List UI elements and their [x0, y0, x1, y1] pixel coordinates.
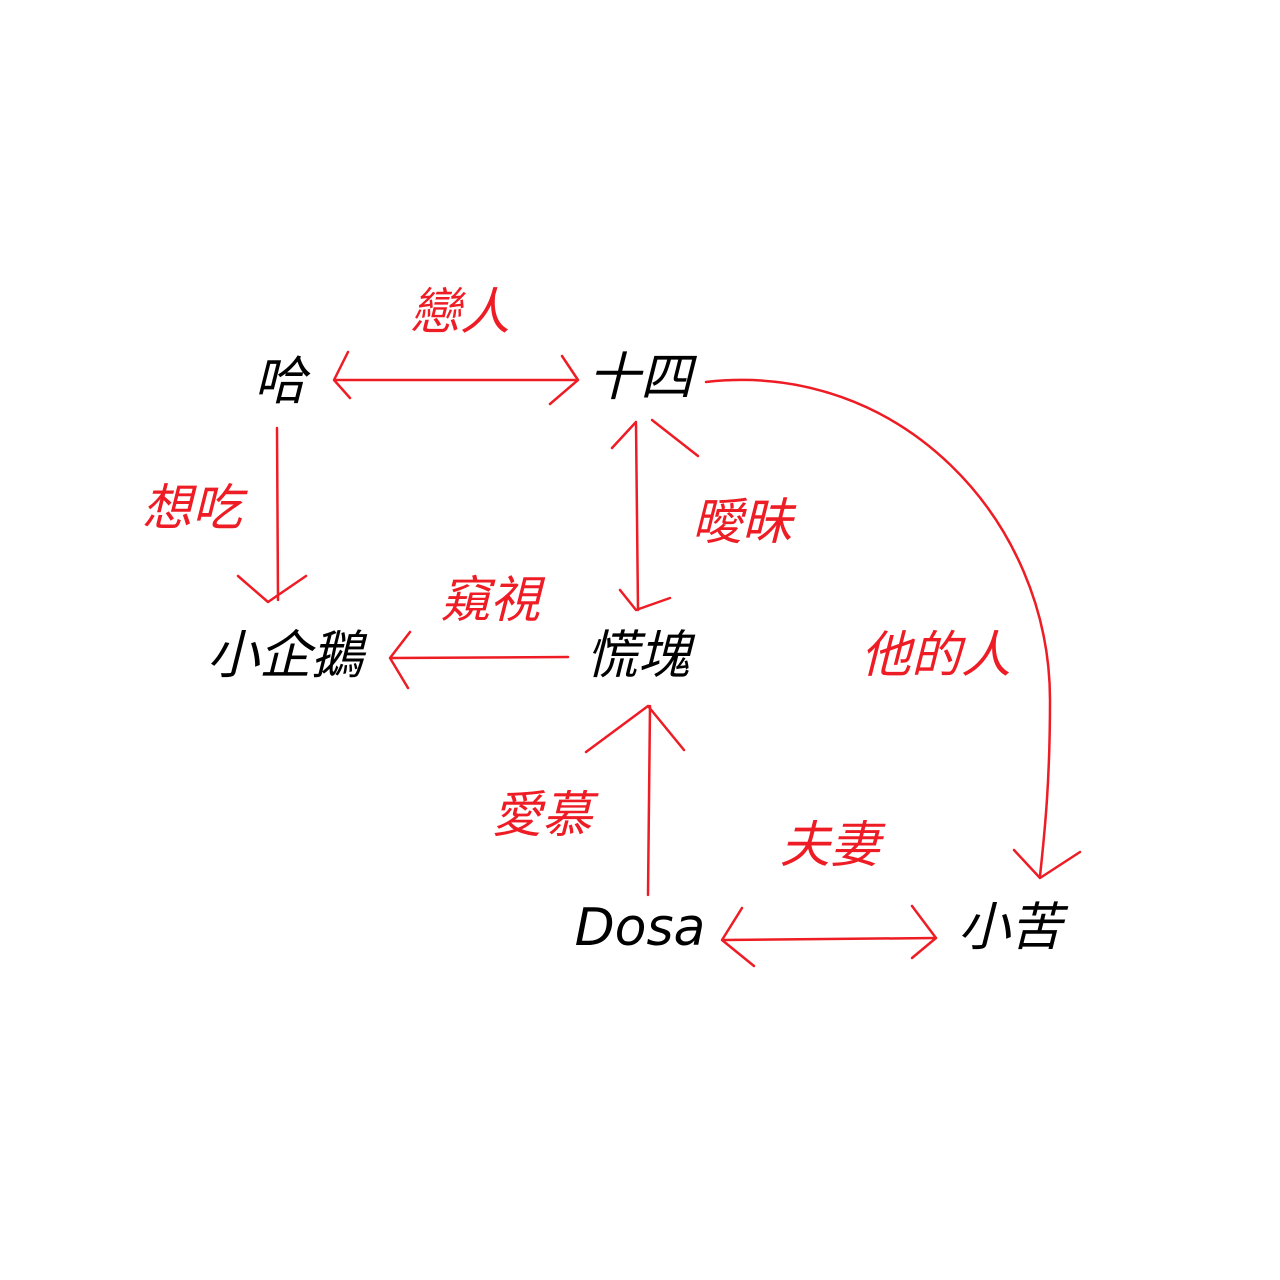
label-lovers: 戀人 [410, 283, 510, 341]
label-spouses: 夫妻 [780, 816, 880, 874]
node-huangkuai: 慌塊 [585, 626, 691, 686]
edge-shisi-xiaoku [704, 378, 1082, 880]
label-want-to-eat: 想吃 [142, 479, 242, 537]
label-peeking: 窺視 [440, 571, 540, 629]
label-ambiguous: 曖昧 [692, 493, 792, 551]
edge-ha-penguin [236, 426, 308, 604]
node-xiaoku: 小苦 [957, 898, 1063, 958]
node-shisi: 十四 [587, 348, 693, 408]
node-penguin: 小企鵝 [206, 626, 364, 686]
edge-huangkuai-penguin [388, 630, 570, 690]
edge-ha-shisi [332, 350, 580, 406]
edge-shisi-huangkuai [610, 418, 700, 612]
node-dosa: Dosa [574, 898, 706, 958]
label-his-person: 他的人 [861, 626, 1011, 684]
edge-dosa-huangkuai [584, 704, 686, 897]
label-admire: 愛慕 [492, 786, 592, 844]
edge-dosa-xiaoku [720, 904, 938, 968]
node-ha: 哈 [253, 352, 307, 412]
